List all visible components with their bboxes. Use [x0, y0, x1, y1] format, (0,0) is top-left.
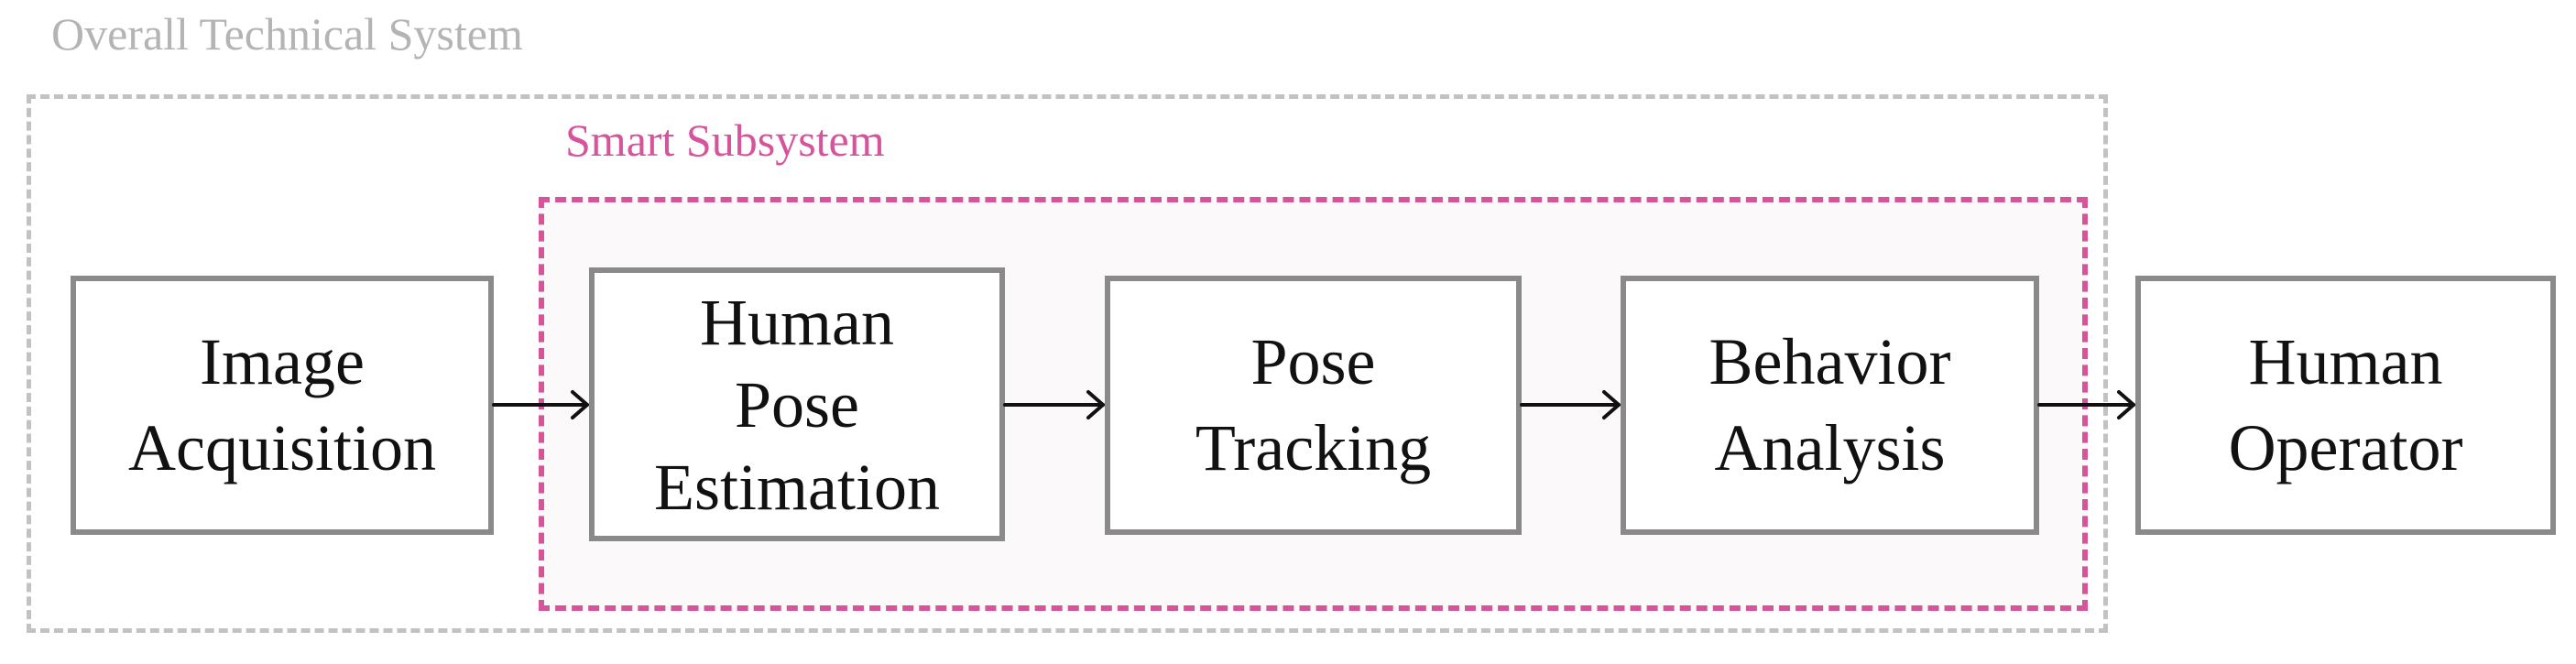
- block-label-line: Pose: [734, 367, 860, 441]
- block-label-line: Behavior: [1708, 324, 1951, 398]
- block-label-line: Estimation: [654, 450, 940, 524]
- human-operator-block: Human Operator: [2135, 276, 2556, 535]
- overall-technical-system-boundary: [27, 94, 2108, 633]
- block-label-line: Image: [200, 324, 365, 398]
- image-acquisition-block: Image Acquisition: [71, 276, 494, 535]
- block-label-line: Human: [2248, 324, 2443, 398]
- human-pose-estimation-block: Human Pose Estimation: [589, 267, 1005, 541]
- block-label-line: Human: [700, 285, 894, 359]
- behavior-analysis-block: Behavior Analysis: [1621, 276, 2039, 535]
- overall-technical-system-label: Overall Technical System: [51, 8, 523, 60]
- block-label-line: Pose: [1250, 324, 1376, 398]
- smart-subsystem-label: Smart Subsystem: [565, 114, 885, 166]
- block-label-line: Tracking: [1195, 410, 1432, 484]
- block-label-line: Analysis: [1714, 410, 1946, 484]
- block-label-line: Operator: [2228, 410, 2463, 484]
- pose-tracking-block: Pose Tracking: [1105, 276, 1522, 535]
- block-label-line: Acquisition: [128, 410, 436, 484]
